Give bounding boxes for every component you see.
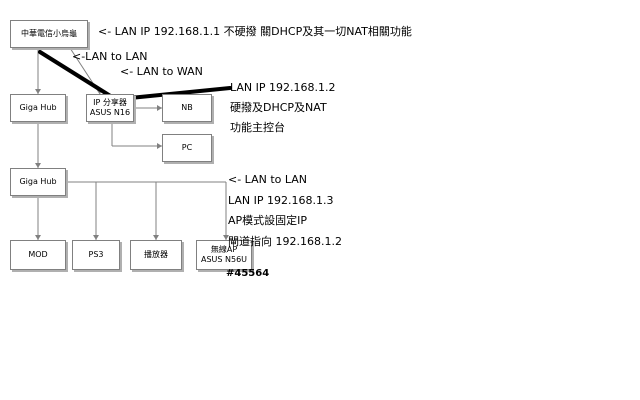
modem-note: <- LAN IP 192.168.1.1 不硬撥 關DHCP及其一切NAT相關…	[98, 25, 412, 38]
modem-node: 中華電信小烏龜	[10, 20, 88, 48]
ap-note-line1: LAN IP 192.168.1.3	[228, 194, 334, 207]
hub1-label: Giga Hub	[19, 103, 57, 112]
ap-note-line2: AP模式設固定IP	[228, 214, 308, 227]
hub1-node: Giga Hub	[10, 94, 66, 122]
nb-label: NB	[181, 103, 193, 112]
ipshare-label-line1: IP 分享器	[93, 98, 127, 107]
n16-note-line2: 硬撥及DHCP及NAT	[230, 101, 327, 114]
lan-to-wan-note: <- LAN to WAN	[120, 65, 203, 78]
thick-link-ipshare-note	[128, 86, 232, 100]
watermark-text: #45564	[226, 268, 270, 279]
n16-note-line3: 功能主控台	[230, 121, 285, 134]
ap-label-line2: ASUS N56U	[200, 255, 248, 264]
ps3-node: PS3	[72, 240, 120, 270]
ipshare-label-line2: ASUS N16	[89, 108, 131, 117]
ap-label-line1: 無線AP	[210, 245, 238, 254]
lan-to-lan-top-note: <-LAN to LAN	[72, 50, 148, 63]
player-node: 播放器	[130, 240, 182, 270]
mod-label: MOD	[28, 250, 48, 259]
hub2-label: Giga Hub	[19, 177, 57, 186]
player-label: 播放器	[144, 250, 168, 259]
hub2-node: Giga Hub	[10, 168, 66, 196]
ap-node: 無線AP ASUS N56U	[196, 240, 252, 270]
pc-label: PC	[181, 143, 193, 152]
ipshare-node: IP 分享器 ASUS N16	[86, 94, 134, 122]
nb-node: NB	[162, 94, 212, 122]
ap-note-line3: 閘道指向 192.168.1.2	[228, 235, 342, 248]
mod-node: MOD	[10, 240, 66, 270]
n16-note-line1: LAN IP 192.168.1.2	[230, 81, 336, 94]
modem-label: 中華電信小烏龜	[21, 29, 77, 38]
ps3-label: PS3	[88, 250, 104, 259]
pc-node: PC	[162, 134, 212, 162]
lan-to-lan-bottom-note: <- LAN to LAN	[228, 173, 307, 186]
thick-link-modem-ipshare	[38, 50, 114, 99]
